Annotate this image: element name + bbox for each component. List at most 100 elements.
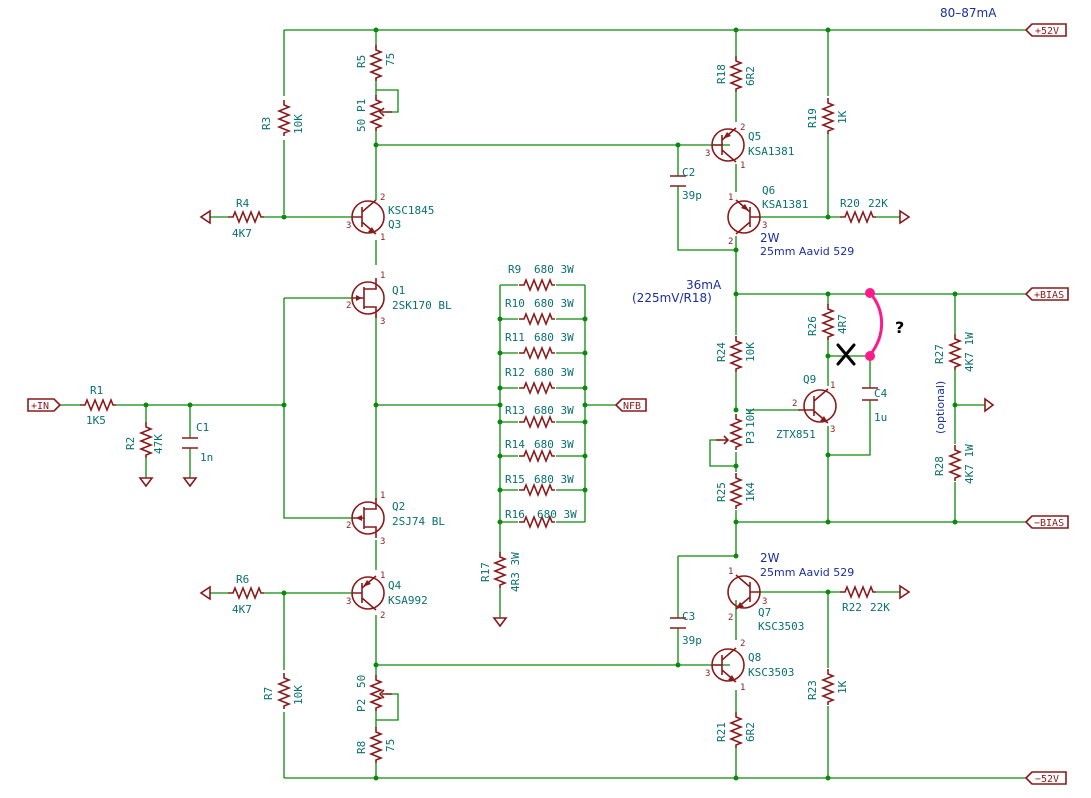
svg-text:2: 2 (380, 611, 385, 621)
transistor-q3: 3 2 1 KSC1845 Q3 (346, 193, 434, 243)
resistor-r1: R1 1K5 (79, 384, 117, 427)
svg-text:R28: R28 (933, 456, 946, 476)
svg-text:3: 3 (762, 221, 767, 231)
svg-text:+52V: +52V (1035, 26, 1059, 37)
svg-text:2: 2 (792, 399, 797, 409)
svg-text:1K: 1K (836, 110, 849, 124)
svg-text:KSC3503: KSC3503 (748, 666, 794, 679)
nfb-flag: NFB (614, 398, 647, 412)
svg-text:22K: 22K (870, 601, 890, 614)
svg-text:R17: R17 (479, 562, 492, 582)
svg-text:+IN: +IN (31, 401, 49, 412)
q7-power-note: 2W (760, 551, 780, 565)
svg-text:6R2: 6R2 (744, 66, 757, 86)
svg-text:1: 1 (380, 571, 385, 581)
junctions (143, 27, 958, 781)
svg-text:680 3W: 680 3W (534, 438, 574, 451)
bias-formula-note: (225mV/R18) (632, 291, 712, 305)
svg-text:50: 50 (355, 675, 368, 688)
svg-text:680 3W: 680 3W (534, 297, 574, 310)
resistor-r2: R2 47K (124, 421, 165, 459)
svg-text:Q3: Q3 (388, 218, 401, 231)
svg-text:1: 1 (380, 233, 385, 243)
svg-text:2: 2 (346, 301, 351, 311)
svg-text:Q1: Q1 (392, 284, 405, 297)
svg-text:R6: R6 (236, 573, 249, 586)
svg-text:1K5: 1K5 (86, 414, 106, 427)
svg-text:R23: R23 (806, 680, 819, 700)
svg-text:Q8: Q8 (748, 651, 761, 664)
transistor-q2: 2 1 3 Q2 2SJ74 BL (346, 491, 445, 547)
svg-text:3: 3 (762, 597, 767, 607)
svg-text:1: 1 (728, 193, 733, 203)
svg-text:2SK170 BL: 2SK170 BL (392, 299, 452, 312)
svg-text:R22: R22 (842, 601, 862, 614)
resistor-r12: R12 680 3W (505, 366, 574, 394)
svg-text:R20: R20 (840, 197, 860, 210)
svg-text:R12: R12 (505, 366, 525, 379)
svg-text:4K7 1W: 4K7 1W (963, 332, 976, 372)
svg-text:P2: P2 (355, 699, 368, 712)
svg-text:10K: 10K (744, 342, 757, 362)
svg-text:75: 75 (384, 53, 397, 66)
transistor-q9: 2 1 3 Q9 ZTX851 (776, 373, 837, 441)
resistor-r24: R24 10K (715, 335, 757, 373)
svg-text:R16: R16 (505, 508, 525, 521)
svg-text:R8: R8 (355, 741, 368, 754)
svg-text:−52V: −52V (1035, 774, 1059, 785)
svg-text:2: 2 (728, 237, 733, 247)
svg-text:39p: 39p (682, 634, 702, 647)
svg-text:10K: 10K (292, 114, 305, 134)
transistor-q6: 3 1 2 Q6 KSA1381 (727, 184, 808, 247)
resistor-r8: R8 75 (355, 726, 397, 764)
svg-text:R11: R11 (505, 331, 525, 344)
svg-text:ZTX851: ZTX851 (776, 428, 816, 441)
resistor-r4: R4 4K7 (227, 197, 265, 240)
svg-text:C1: C1 (196, 421, 209, 434)
svg-text:1K: 1K (836, 680, 849, 694)
svg-text:1: 1 (380, 491, 385, 501)
svg-text:680 3W: 680 3W (534, 404, 574, 417)
resistor-r5: R5 75 (355, 44, 397, 82)
svg-text:2: 2 (346, 521, 351, 531)
resistor-r7: R7 10K (262, 672, 305, 710)
resistor-r19: R19 1K (806, 97, 849, 135)
svg-text:P1: P1 (355, 99, 368, 112)
ground-symbols (138, 209, 995, 628)
svg-text:KSC3503: KSC3503 (758, 620, 804, 633)
svg-text:6R2: 6R2 (744, 722, 757, 742)
svg-text:2SJ74 BL: 2SJ74 BL (392, 515, 445, 528)
potentiometer-p1: 50 P1 (355, 94, 392, 132)
input-flag: +IN (27, 398, 62, 412)
neg-bias-flag: −BIAS (1024, 515, 1069, 529)
svg-text:50: 50 (355, 119, 368, 132)
svg-text:75: 75 (384, 739, 397, 752)
svg-text:R18: R18 (715, 64, 728, 84)
svg-text:R9: R9 (508, 263, 521, 276)
svg-text:4K7: 4K7 (232, 227, 252, 240)
svg-text:680 3W: 680 3W (537, 508, 577, 521)
svg-text:1: 1 (380, 271, 385, 281)
svg-text:Q6: Q6 (762, 184, 775, 197)
transistor-q7: 3 1 2 Q7 KSC3503 (727, 567, 804, 633)
svg-text:2: 2 (728, 613, 733, 623)
capacitor-c2: C2 39p (670, 166, 702, 202)
resistor-r16: R16 680 3W (505, 508, 577, 528)
svg-text:+BIAS: +BIAS (1034, 290, 1064, 301)
svg-text:C4: C4 (874, 387, 888, 400)
svg-text:Q5: Q5 (748, 130, 761, 143)
svg-text:KSA1381: KSA1381 (748, 145, 794, 158)
svg-text:680 3W: 680 3W (534, 263, 574, 276)
svg-text:47K: 47K (152, 434, 165, 454)
svg-text:3: 3 (380, 317, 385, 327)
svg-text:Q2: Q2 (392, 500, 405, 513)
svg-text:680 3W: 680 3W (534, 473, 574, 486)
q6-power-note: 2W (760, 231, 780, 245)
svg-text:R5: R5 (355, 55, 368, 68)
resistor-r20: R20 22K (839, 197, 888, 223)
svg-text:3: 3 (380, 537, 385, 547)
capacitor-c4: C4 1u (862, 387, 888, 424)
svg-text:NFB: NFB (623, 401, 641, 412)
svg-text:KSA1381: KSA1381 (762, 198, 808, 211)
